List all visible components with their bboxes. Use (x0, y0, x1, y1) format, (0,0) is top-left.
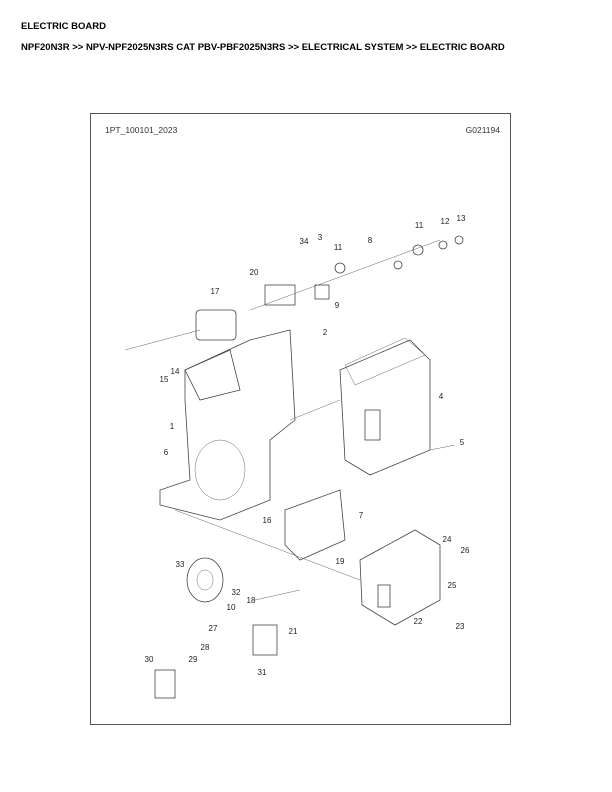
callout-21: 21 (289, 627, 298, 636)
diagram-reference: 1PT_100101_2023 (105, 125, 178, 135)
callout-11: 11 (415, 221, 424, 230)
callout-22: 22 (414, 617, 423, 626)
callout-24: 24 (443, 535, 452, 544)
cover-7 (284, 489, 346, 561)
callout-19: 19 (336, 557, 345, 566)
diagram-code: G021194 (465, 125, 500, 135)
callout-18: 18 (247, 596, 256, 605)
bracket-top (184, 349, 241, 401)
callout-3: 3 (318, 233, 323, 242)
callout-4: 4 (439, 392, 444, 401)
callout-27: 27 (209, 624, 218, 633)
callout-1: 1 (170, 422, 175, 431)
callout-33: 33 (176, 560, 185, 569)
breadcrumb: NPF20N3R >> NPV-NPF2025N3RS CAT PBV-PBF2… (21, 42, 505, 53)
callout-23: 23 (456, 622, 465, 631)
callout-9: 9 (335, 301, 340, 310)
horn-10 (186, 557, 224, 603)
callout-34: 34 (300, 237, 309, 246)
fuses-30 (154, 669, 176, 699)
fuse-block-31 (252, 624, 278, 656)
contactor-17 (195, 309, 237, 341)
callout-29: 29 (189, 655, 198, 664)
callout-2: 2 (323, 328, 328, 337)
callout-15: 15 (160, 375, 169, 384)
callout-31: 31 (258, 668, 267, 677)
callout-6: 6 (164, 448, 169, 457)
callout-16: 16 (263, 516, 272, 525)
callout-17: 17 (211, 287, 220, 296)
callout-5: 5 (460, 438, 465, 447)
callout-26: 26 (461, 546, 470, 555)
page-title: ELECTRIC BOARD (21, 21, 106, 32)
callout-32: 32 (232, 588, 241, 597)
callout-13: 13 (457, 214, 466, 223)
callout-12: 12 (441, 217, 450, 226)
callout-30: 30 (145, 655, 154, 664)
callout-10: 10 (227, 603, 236, 612)
callout-25: 25 (448, 581, 457, 590)
callout-14: 14 (171, 367, 180, 376)
callout-11: 11 (334, 243, 343, 252)
callout-7: 7 (359, 511, 364, 520)
diagram-frame: 1PT_100101_2023 G021194 (90, 113, 511, 725)
callout-28: 28 (201, 643, 210, 652)
callout-20: 20 (250, 268, 259, 277)
callout-8: 8 (368, 236, 373, 245)
